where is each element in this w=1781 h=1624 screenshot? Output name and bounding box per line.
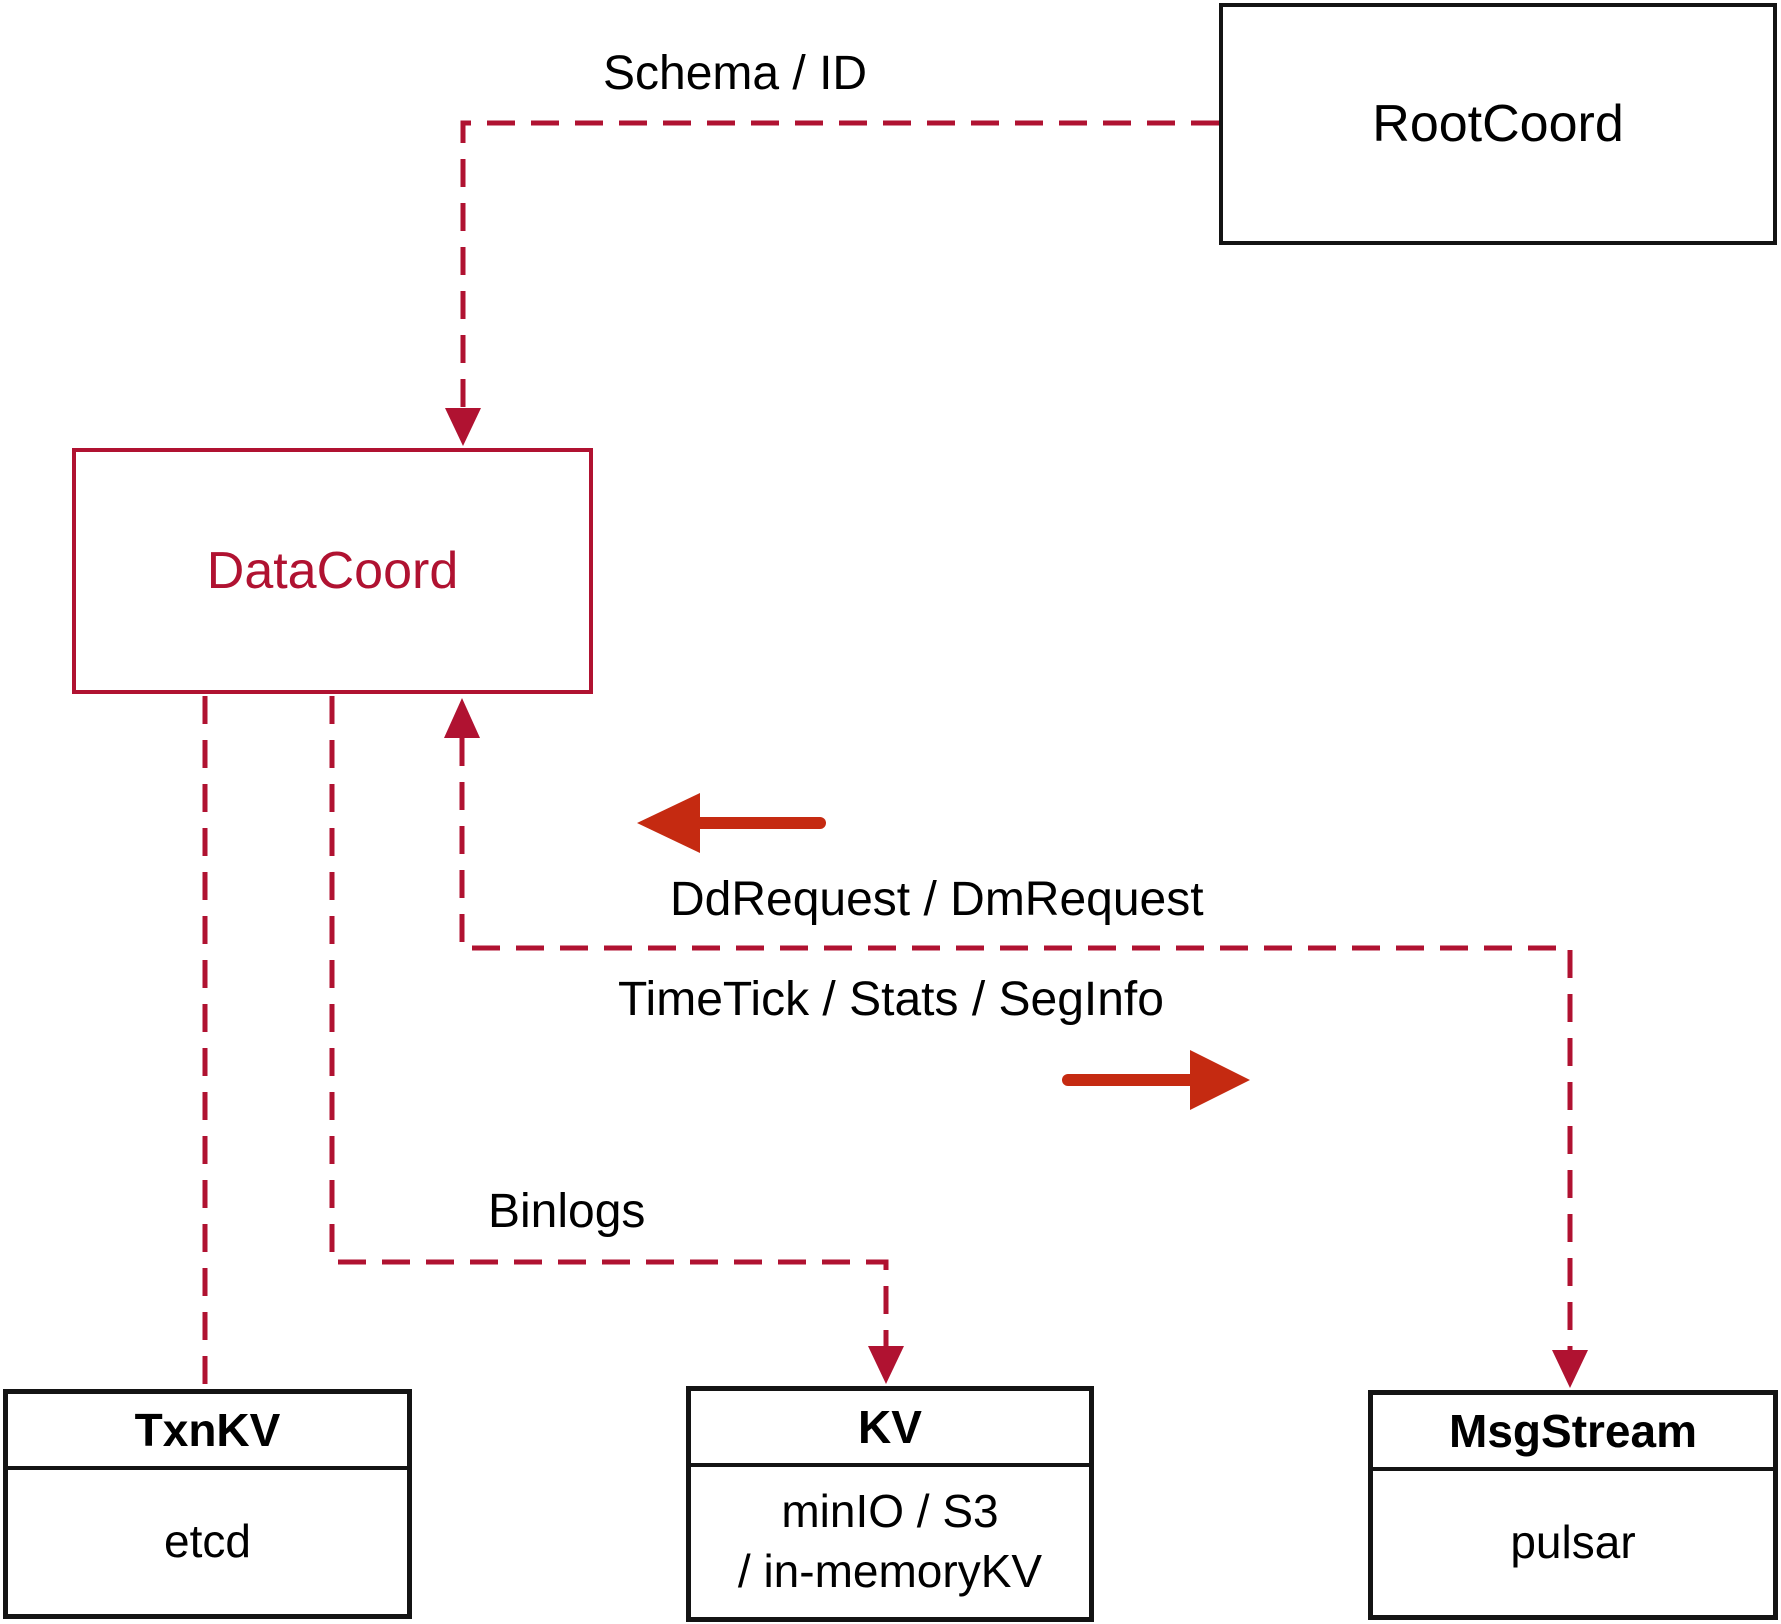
msgstream-title: MsgStream <box>1373 1395 1773 1471</box>
schema-id-edge-label: Schema / ID <box>603 47 868 100</box>
kv-body-line2: / in-memoryKV <box>737 1545 1043 1597</box>
schema-id-edge <box>460 120 1219 408</box>
timetick-right-arrow-icon <box>1190 1050 1250 1110</box>
msgstream-datacoord-edge <box>459 738 1573 1350</box>
datacoord-node: DataCoord <box>72 448 593 694</box>
datacoord-arrowhead-up-icon <box>444 698 480 738</box>
msgstream-arrowhead-down-icon <box>1552 1350 1588 1388</box>
ddrequest-left-arrow-icon <box>637 793 700 853</box>
txnkv-body: etcd <box>164 1515 251 1568</box>
binlogs-edge-label: Binlogs <box>488 1185 646 1238</box>
txnkv-node: TxnKV etcd <box>3 1389 412 1619</box>
binlogs-edge <box>329 696 889 1346</box>
ddrequest-edge-label: DdRequest / DmRequest <box>670 873 1204 926</box>
txnkv-title: TxnKV <box>8 1394 407 1470</box>
kv-body-line1: minIO / S3 <box>781 1485 999 1538</box>
rootcoord-node: RootCoord <box>1219 3 1777 245</box>
msgstream-node: MsgStream pulsar <box>1368 1390 1778 1620</box>
datacoord-label: DataCoord <box>206 542 459 600</box>
schema-id-arrowhead-down-icon <box>445 408 481 446</box>
kv-title: KV <box>691 1391 1089 1467</box>
rootcoord-label: RootCoord <box>1372 95 1624 153</box>
binlogs-arrowhead-down-icon <box>868 1346 904 1384</box>
timetick-edge-label: TimeTick / Stats / SegInfo <box>618 973 1164 1026</box>
msgstream-body: pulsar <box>1510 1516 1636 1569</box>
kv-node: KV minIO / S3 / in-memoryKV <box>686 1386 1094 1622</box>
